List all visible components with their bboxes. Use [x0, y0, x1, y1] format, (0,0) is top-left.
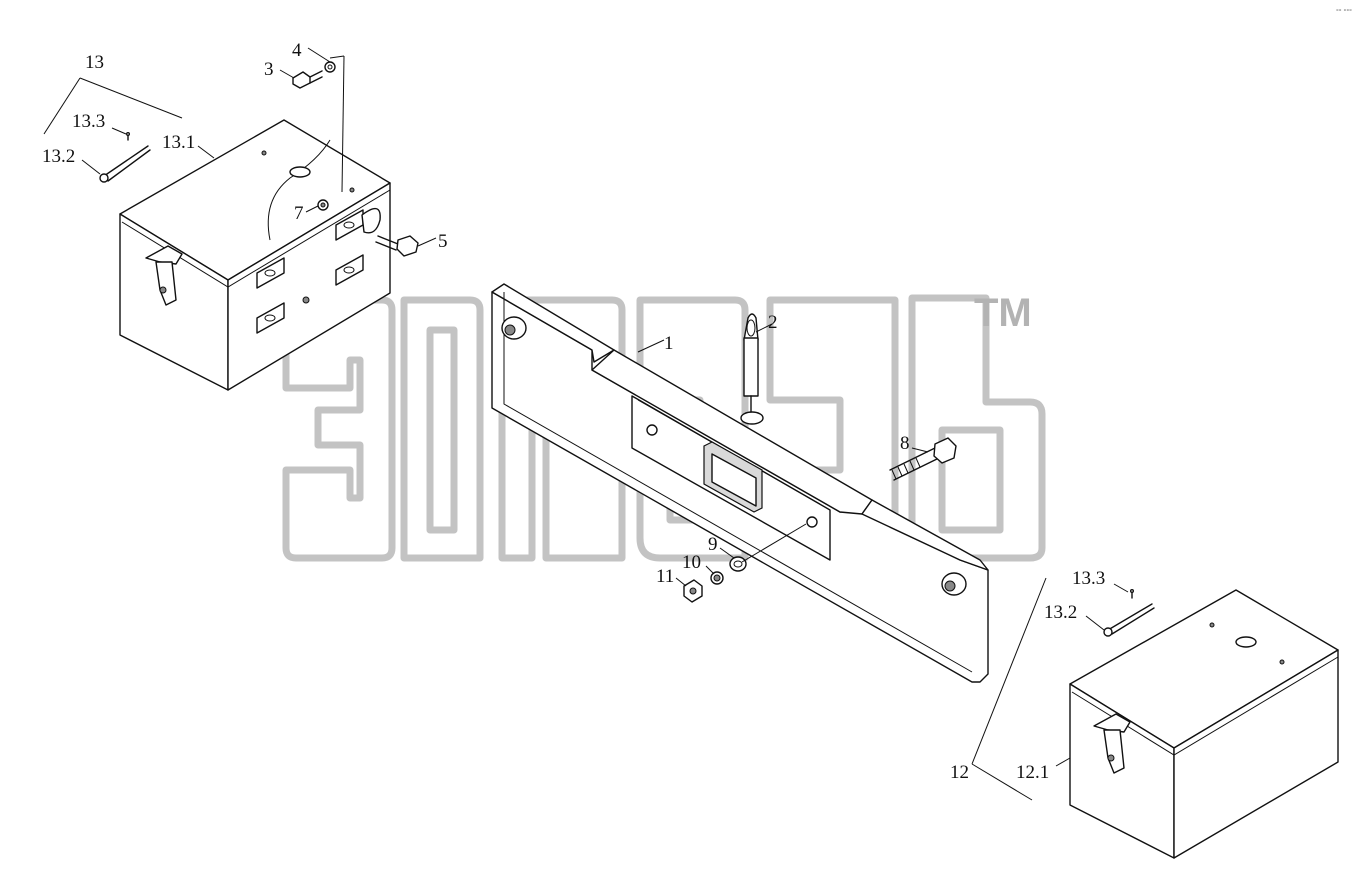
label-9: 9 [708, 534, 718, 555]
latch-icon [1093, 713, 1131, 774]
washer-10 [710, 571, 724, 585]
bushing-right [941, 572, 967, 596]
mounting-slot [256, 302, 285, 334]
callout-labels: 13 13.3 13.1 13.2 4 3 7 5 1 2 8 9 10 11 … [42, 40, 1105, 783]
label-8: 8 [900, 433, 910, 454]
trademark-mark: TM [974, 291, 1032, 335]
pin-assembly-right [1103, 589, 1155, 637]
bolt-8 [889, 437, 957, 481]
washer-7 [317, 199, 329, 211]
bushing-left [501, 316, 527, 340]
label-5: 5 [438, 231, 448, 252]
nut-11 [683, 579, 703, 603]
label-1: 1 [664, 333, 674, 354]
label-13-3-left: 13.3 [72, 111, 105, 132]
pin-assembly-left [99, 132, 151, 183]
label-3: 3 [264, 59, 274, 80]
bumper-beam [491, 283, 989, 683]
label-2: 2 [768, 312, 778, 333]
bolt-3 [292, 61, 336, 89]
washer-9 [729, 556, 747, 572]
bolt-5 [375, 235, 419, 257]
label-13: 13 [85, 52, 104, 73]
toolbox-left [119, 119, 391, 391]
label-11: 11 [656, 566, 674, 587]
label-13-2-right: 13.2 [1044, 602, 1077, 623]
label-7: 7 [294, 203, 304, 224]
label-13-3-right: 13.3 [1072, 568, 1105, 589]
latch-icon [145, 245, 183, 306]
leader-lines [43, 47, 1129, 801]
label-12-1: 12.1 [1016, 762, 1049, 783]
tow-pin-2 [743, 313, 759, 413]
tow-pocket [703, 441, 763, 513]
label-10: 10 [682, 552, 701, 573]
label-12: 12 [950, 762, 969, 783]
label-13-1: 13.1 [162, 132, 195, 153]
label-13-2-left: 13.2 [42, 146, 75, 167]
mounting-slot [256, 257, 285, 289]
corner-mark: °° °°° [1336, 8, 1352, 16]
label-4: 4 [292, 40, 302, 61]
toolbox-right [1069, 589, 1339, 859]
mounting-slot [335, 254, 364, 286]
